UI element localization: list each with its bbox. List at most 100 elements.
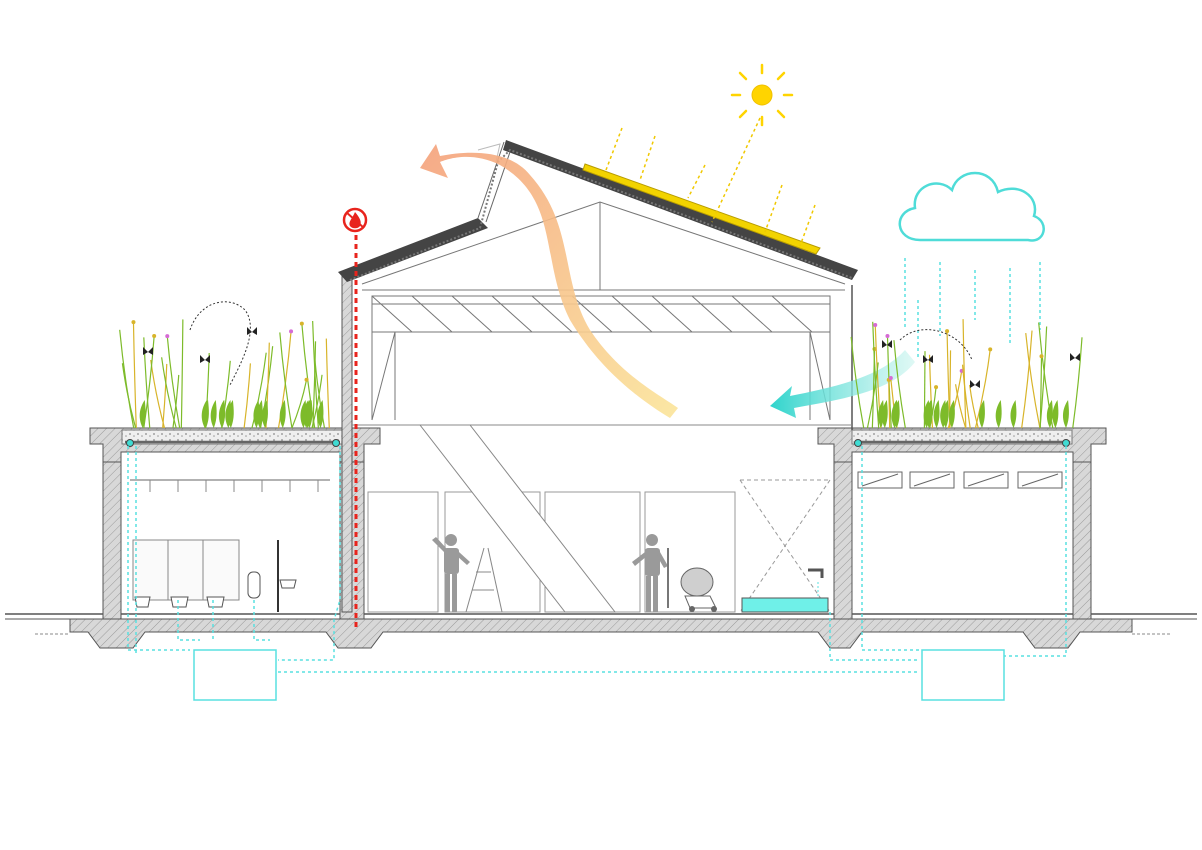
- sunlight-rays: [605, 117, 816, 247]
- flower: [873, 323, 878, 328]
- grass-leaf: [1052, 400, 1059, 428]
- flower: [888, 375, 893, 380]
- plant-stem: [312, 341, 317, 429]
- grass-leaf: [948, 400, 955, 428]
- flower: [945, 329, 950, 334]
- worker-right: [632, 534, 668, 612]
- flower: [1039, 354, 1044, 359]
- plant-stem: [243, 363, 251, 429]
- staircase: [418, 424, 617, 613]
- plant-stem: [928, 354, 934, 429]
- flower: [289, 329, 294, 334]
- grass-leaf: [300, 400, 307, 428]
- grass-leaf: [306, 400, 313, 428]
- ladder: [465, 547, 503, 613]
- grass-leaf: [1062, 400, 1069, 428]
- fresh-air-arrow: [770, 350, 915, 418]
- fire-alarm-icon: [342, 207, 368, 233]
- grass-leaf: [262, 400, 268, 428]
- green-roof-right: [851, 429, 1073, 447]
- grass-leaf: [995, 400, 1002, 428]
- plant-stem: [325, 338, 330, 429]
- plant-stem: [888, 379, 891, 429]
- plant-stem: [150, 359, 166, 429]
- plant-stem: [279, 332, 293, 429]
- grass-leaf: [256, 400, 263, 428]
- drainage-pipes: [127, 446, 1067, 673]
- flower: [299, 321, 304, 326]
- flower: [304, 377, 309, 382]
- sun-icon: [730, 63, 794, 127]
- worker-left: [432, 534, 470, 612]
- plant-stem: [172, 374, 180, 429]
- right-annex: [817, 427, 1107, 620]
- water-basin: [741, 568, 829, 613]
- plant-stem: [954, 384, 967, 429]
- flower: [885, 333, 890, 338]
- grass-leaf: [1010, 400, 1017, 428]
- grass-leaf: [139, 400, 146, 428]
- plant-stem: [961, 364, 971, 429]
- grass-leaf: [1046, 400, 1053, 428]
- flower: [934, 385, 939, 390]
- grass-leaf: [940, 400, 947, 428]
- plant-stem: [872, 321, 880, 429]
- plant-stem: [1025, 333, 1041, 429]
- grass-leaf: [317, 400, 324, 428]
- plant-stem: [1039, 356, 1043, 429]
- rainwater-tank-left: [193, 649, 277, 701]
- solar-panels: [582, 163, 821, 255]
- grass-leaf: [933, 400, 940, 428]
- plant-stem: [866, 362, 879, 429]
- rainwater-tank-right: [921, 649, 1005, 701]
- cement-mixer: [667, 548, 717, 612]
- plant-stem: [850, 336, 865, 429]
- freight-lift: [739, 479, 831, 613]
- flower: [988, 347, 993, 352]
- grass-leaf: [891, 400, 898, 428]
- vegetation-left: [119, 319, 330, 429]
- plant-stem: [119, 329, 135, 429]
- washbasin: [247, 571, 297, 599]
- plant-stem: [251, 352, 267, 429]
- flower: [152, 333, 157, 338]
- plant-stem: [162, 363, 168, 429]
- plant-stem: [962, 319, 967, 429]
- grass-leaf: [925, 400, 932, 428]
- vegetation-right: [850, 319, 1083, 429]
- plant-stem: [291, 379, 308, 429]
- plant-stem: [1021, 330, 1033, 429]
- plant-stem: [161, 357, 177, 429]
- grass-leaf: [218, 400, 225, 428]
- plant-stem: [1072, 337, 1083, 429]
- grass-leaf: [201, 400, 208, 428]
- plant-stem: [143, 337, 151, 429]
- plant-stem: [893, 340, 906, 429]
- plant-stem: [180, 319, 184, 429]
- roof-truss: [361, 201, 846, 421]
- grass-leaf: [881, 400, 888, 428]
- butterflies: [143, 327, 1080, 388]
- toilets: [132, 539, 297, 612]
- main-hall: [338, 140, 858, 613]
- plant-stem: [947, 370, 963, 429]
- plant-stem: [132, 322, 137, 429]
- grass-leaf: [210, 400, 217, 428]
- grass-leaf: [225, 400, 232, 428]
- plant-stem: [969, 384, 979, 429]
- clerestory-windows: [857, 471, 1063, 489]
- bees: [189, 301, 973, 386]
- foundation-slab: [69, 618, 1133, 649]
- plant-stem: [166, 336, 181, 429]
- grass-leaf: [279, 400, 286, 428]
- flower: [165, 334, 170, 339]
- grass-leaf: [978, 400, 985, 428]
- workers: [432, 534, 668, 612]
- flower: [131, 320, 136, 325]
- rain-drops: [904, 258, 1041, 360]
- rain-cloud-icon: [898, 171, 1045, 242]
- green-roof-left: [121, 429, 343, 447]
- plant-stem: [974, 349, 991, 429]
